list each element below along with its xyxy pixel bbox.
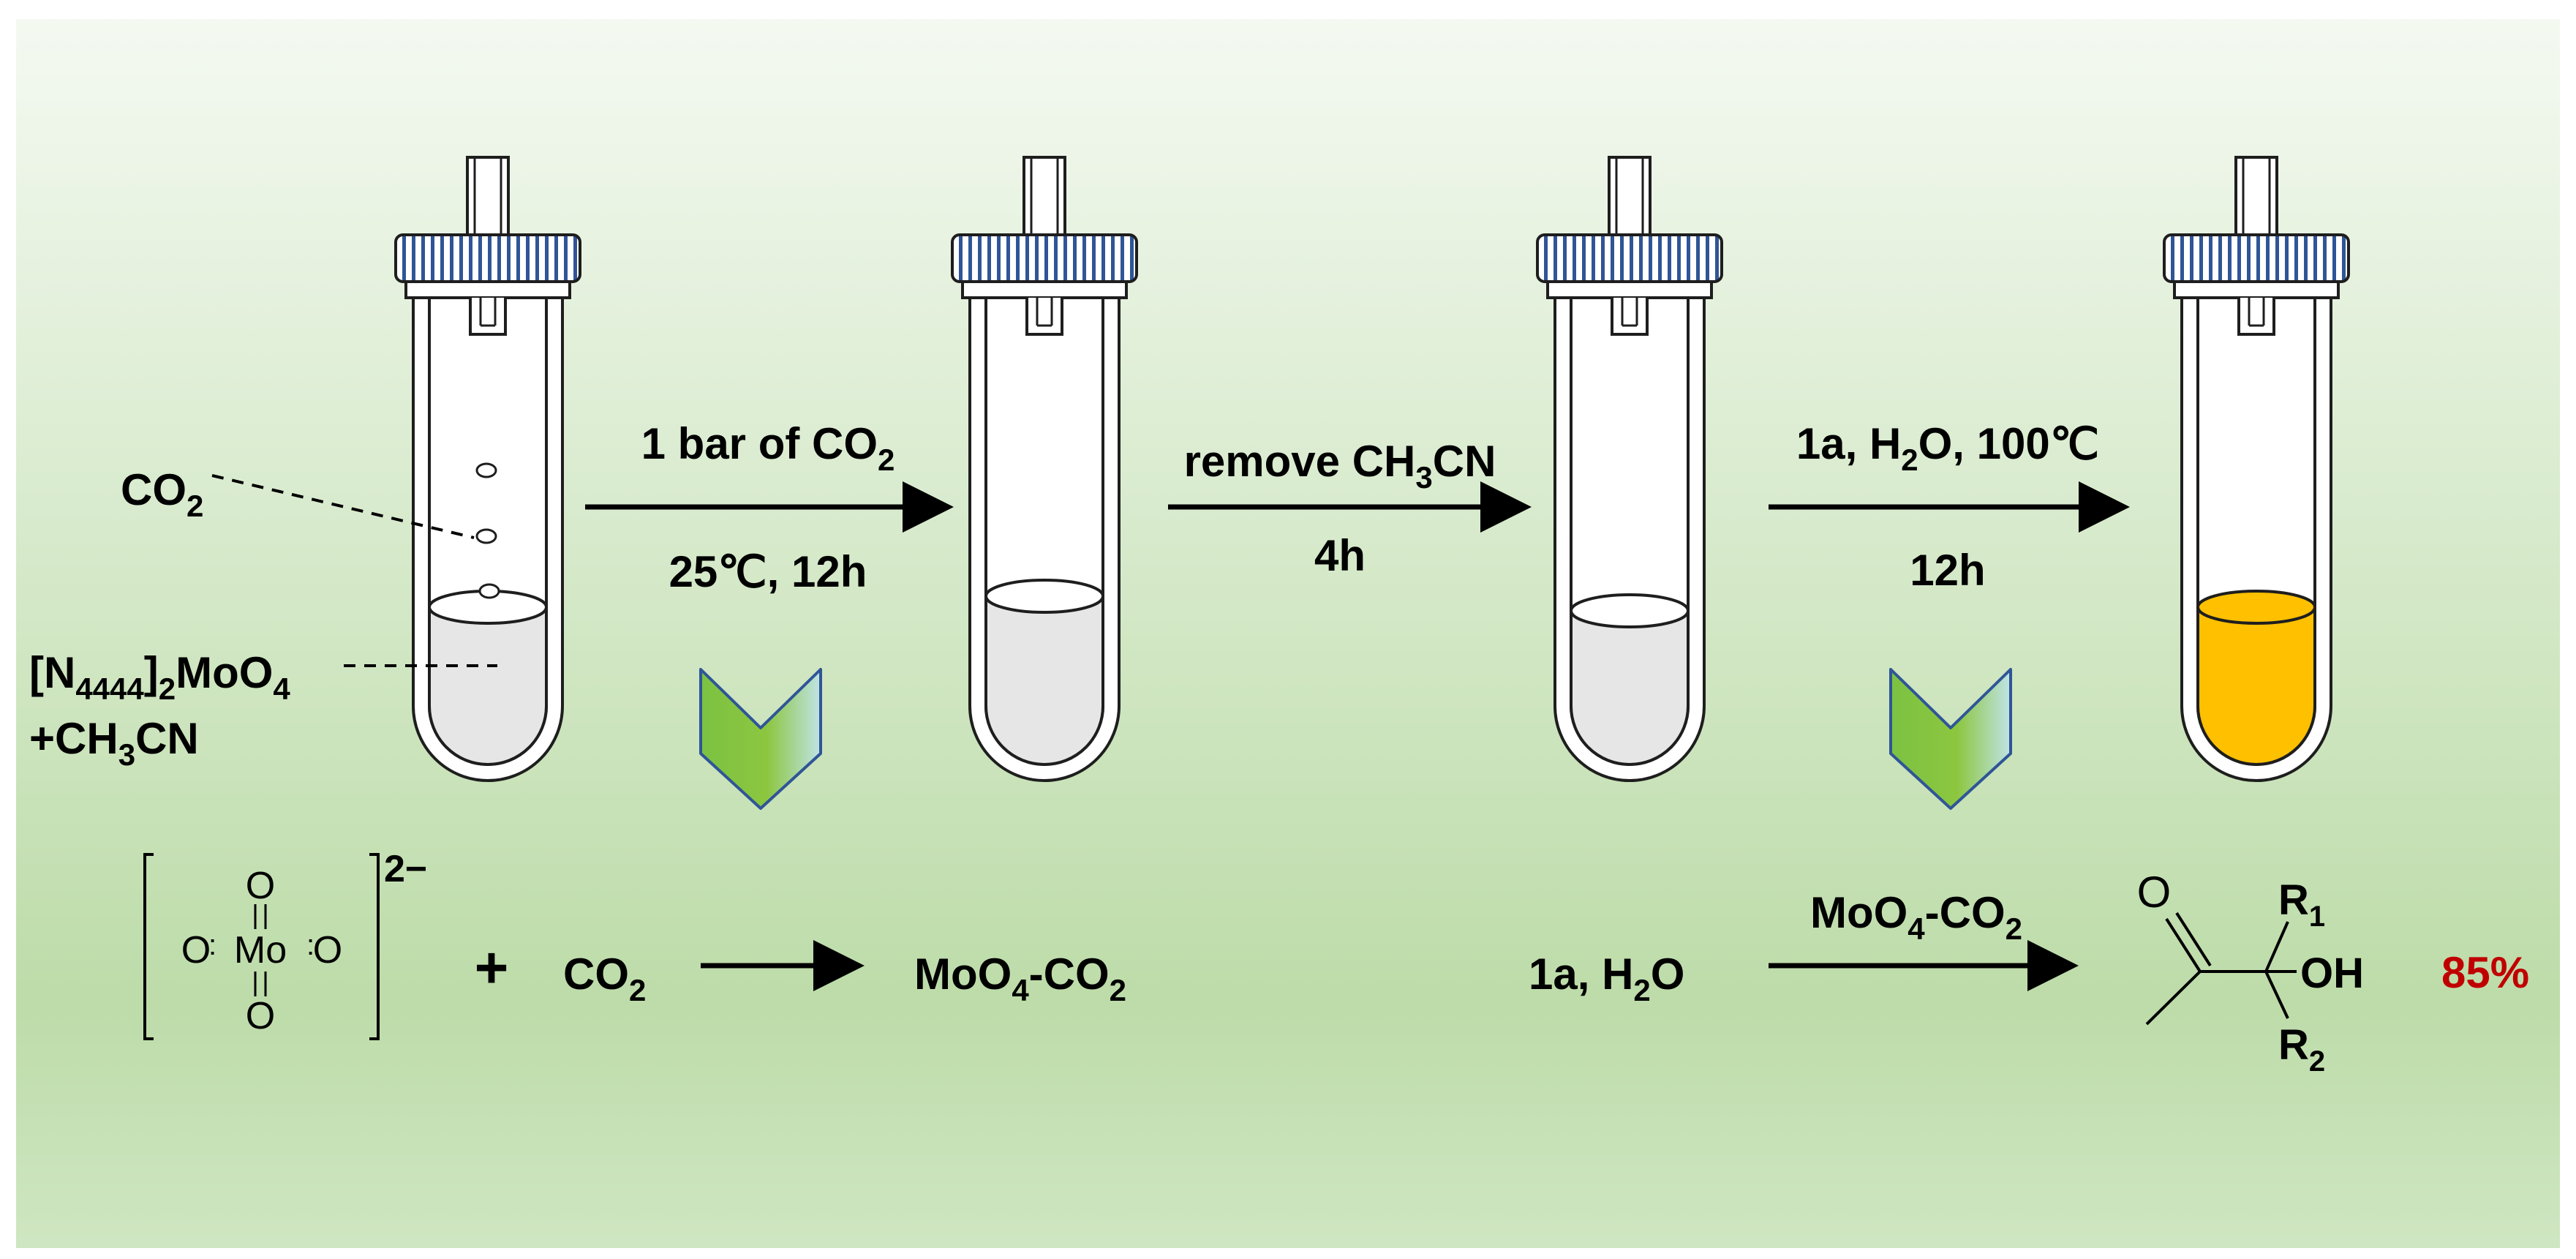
svg-text::: : (208, 929, 216, 961)
reaction-tube-4 (2163, 156, 2350, 782)
background-panel (16, 19, 2560, 1248)
oxygen-right: O (313, 929, 342, 972)
down-chevron-1-icon (699, 668, 822, 810)
step3-condition-bottom: 12h (1910, 546, 1985, 595)
co2-bubble (475, 528, 497, 544)
svg-text::: : (306, 929, 315, 961)
molybdate-structure: O O : Mo : O O 2− (143, 848, 427, 1040)
co2-gas-label: CO2 (121, 465, 203, 523)
step2-condition-bottom: 4h (1314, 531, 1366, 580)
step2-condition-top: remove CH3CN (1184, 437, 1496, 495)
co2-bubble (478, 583, 500, 599)
left-bracket (143, 853, 154, 1040)
liquid-solution (429, 607, 546, 764)
yield-label: 85% (2441, 948, 2529, 997)
oxygen-left: O (181, 929, 211, 972)
catalyst-label: MoO4-CO2 (1810, 888, 2022, 946)
product-structure: O R1 OH R2 (2137, 868, 2364, 1078)
liquid-solution (986, 596, 1103, 764)
methyl-bond (2145, 970, 2202, 1026)
r2-bond (2264, 971, 2289, 1019)
carbonyl-bond (2165, 917, 2202, 973)
r2-substituent: R2 (2278, 1021, 2325, 1078)
co2-bubble (475, 462, 497, 478)
complex-product: MoO4-CO2 (914, 950, 1126, 1007)
step1-condition-bottom: 25℃, 12h (669, 547, 867, 596)
r1-bond (2264, 921, 2289, 972)
co2-leader-line (211, 474, 475, 539)
reaction-tube-3 (1536, 156, 1723, 782)
liquid-product (2198, 607, 2315, 764)
co2-reactant: CO2 (563, 950, 646, 1007)
r1-substituent: R1 (2278, 876, 2325, 933)
charge-label: 2− (384, 848, 427, 890)
step3-condition-top: 1a, H2O, 100℃ (1796, 419, 2099, 477)
liquid-residue (1571, 611, 1688, 764)
reaction-tube-1 (394, 156, 581, 782)
oxygen-bottom: O (246, 995, 275, 1037)
oxygen-top: O (246, 865, 275, 907)
molybdenum-atom: Mo (234, 929, 287, 972)
step1-condition-top: 1 bar of CO2 (641, 419, 895, 477)
reaction2-reactants: 1a, H2O (1529, 950, 1684, 1007)
reaction-tube-2 (951, 156, 1138, 782)
right-bracket (369, 853, 380, 1040)
plus-sign: + (475, 935, 509, 1000)
carbonyl-oxygen: O (2137, 868, 2172, 917)
down-chevron-2-icon (1889, 668, 2012, 810)
salt-label: [N4444]2MoO4 (29, 648, 290, 706)
hydroxyl-group: OH (2300, 950, 2364, 997)
solvent-label: +CH3CN (29, 714, 199, 772)
